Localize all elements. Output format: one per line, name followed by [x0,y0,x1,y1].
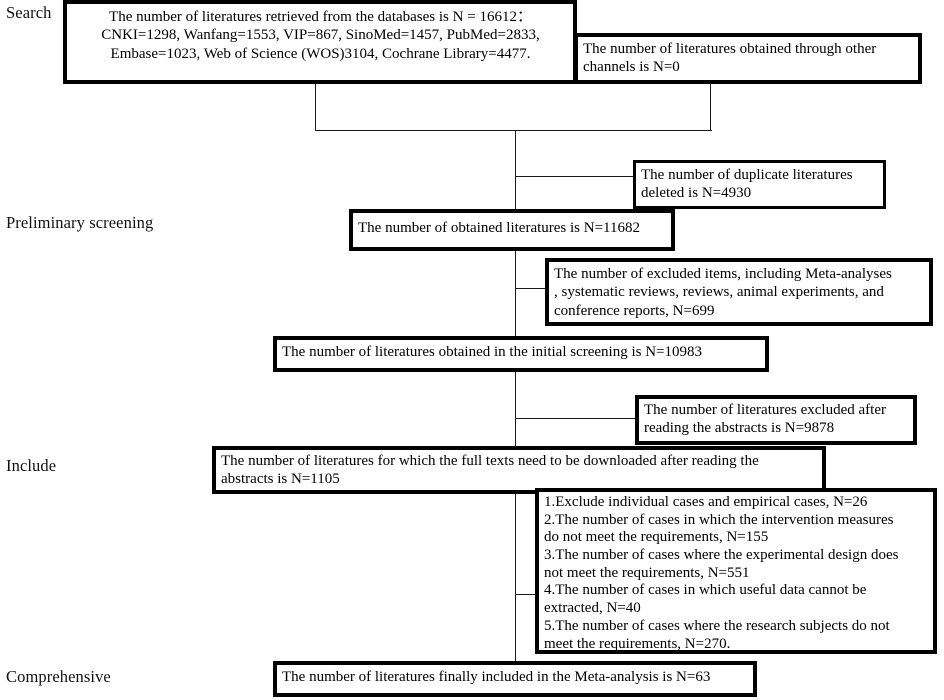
connector-merge-bar [315,130,712,131]
box-full-text-needed: The number of literatures for which the … [212,446,826,494]
box-exclusion-reasons: 1.Exclude individual cases and empirical… [535,488,937,654]
stage-label-include: Include [6,456,57,475]
exclusion-reason-4-line1: 4.The number of cases in which useful da… [544,582,867,599]
stage-label-comprehensive: Comprehensive [6,667,111,686]
box-final-included: The number of literatures finally includ… [273,661,757,697]
box-obtained-line1: The number of obtained literatures is N=… [358,220,640,236]
stage-label-preliminary-screening: Preliminary screening [6,213,154,232]
connector-branch-duplicates [515,176,633,177]
exclusion-reason-3-line1: 3.The number of cases where the experime… [544,547,899,564]
connector-spine-to-obtained [515,130,516,212]
box-excluded-after-abstracts: The number of literatures excluded after… [635,395,917,445]
connector-branch-excluded-items [515,288,548,289]
box-excluded-items-line3: conference reports, N=699 [554,302,715,319]
box-excluded-abstracts-line1: The number of literatures excluded after [644,402,886,418]
connector-spine-to-full-text [515,368,516,453]
box-initial-screening: The number of literatures obtained in th… [273,336,769,372]
box-excluded-items: The number of excluded items, including … [545,258,933,326]
box-excluded-items-line2: , systematic reviews, reviews, animal ex… [554,284,884,301]
exclusion-reason-5-line1: 5.The number of cases where the research… [544,617,890,634]
exclusion-reason-3-line2: not meet the requirements, N=551 [544,564,750,581]
exclusion-reason-2-line1: 2.The number of cases in which the inter… [544,511,894,528]
exclusion-reason-1: 1.Exclude individual cases and empirical… [544,494,868,510]
box-databases-line3: Embase=1023, Web of Science (WOS)3104, C… [110,45,531,62]
exclusion-reason-2-line2: do not meet the requirements, N=155 [544,529,769,546]
connector-spine-to-initial-screening [515,248,516,340]
box-duplicates-line2: deleted is N=4930 [641,185,752,202]
box-obtained-literatures: The number of obtained literatures is N=… [349,209,675,251]
exclusion-reason-4-line2: extracted, N=40 [544,600,641,617]
box-other-channels-line2: channels is N=0 [583,59,680,76]
box-excluded-abstracts-line2: reading the abstracts is N=9878 [644,420,835,437]
connector-other-channels-drop [710,81,711,131]
connector-branch-excluded-abstracts [515,418,638,419]
connector-spine-to-final [515,489,516,665]
connector-databases-drop [315,81,316,131]
box-duplicates-deleted: The number of duplicate literatures dele… [633,160,886,209]
box-databases-line2: CNKI=1298, Wanfang=1553, VIP=867, SinoMe… [101,27,540,44]
stage-label-search: Search [6,3,52,22]
box-databases-retrieved: The number of literatures retrieved from… [63,0,577,84]
box-duplicates-line1: The number of duplicate literatures [641,167,853,183]
box-final-included-line1: The number of literatures finally includ… [282,669,711,685]
connector-branch-exclusion-reasons [515,594,538,595]
box-other-channels-line1: The number of literatures obtained throu… [583,41,877,57]
exclusion-reason-5-line2: meet the requirements, N=270. [544,635,731,652]
box-excluded-items-line1: The number of excluded items, including … [554,266,892,282]
box-full-text-line1: The number of literatures for which the … [221,453,759,469]
box-full-text-line2: abstracts is N=1105 [221,471,340,488]
box-other-channels: The number of literatures obtained throu… [574,33,922,84]
box-databases-line1: The number of literatures retrieved from… [109,9,532,25]
box-initial-screening-line1: The number of literatures obtained in th… [282,344,703,360]
